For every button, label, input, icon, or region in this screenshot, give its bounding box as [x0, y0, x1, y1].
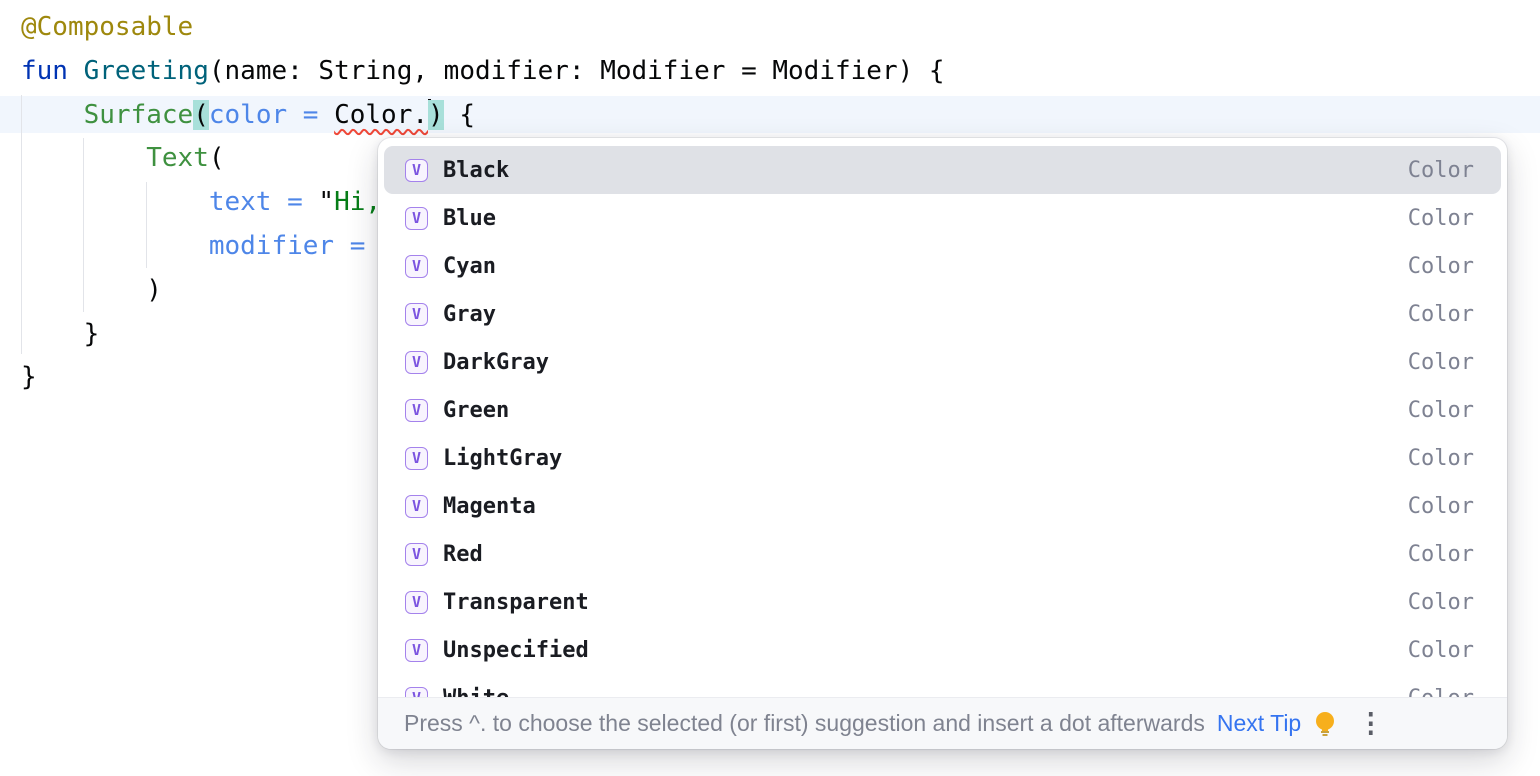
completion-item-name: White — [443, 686, 509, 698]
variable-icon: V — [405, 302, 428, 326]
code-line: text = "Hi, — [208, 187, 382, 218]
code-line: fun Greeting(name: String, modifier: Mod… — [21, 55, 945, 86]
variable-icon: V — [405, 206, 428, 230]
completion-item-type: Color — [1407, 253, 1474, 279]
variable-icon: V — [405, 686, 428, 697]
completion-item-type: Color — [1407, 637, 1474, 663]
completion-item[interactable]: V Blue Color — [384, 194, 1501, 242]
variable-icon: V — [405, 398, 428, 422]
variable-icon: V — [405, 446, 428, 470]
variable-icon: V — [405, 494, 428, 518]
completion-item-name: DarkGray — [443, 349, 549, 375]
completion-item[interactable]: V Cyan Color — [384, 242, 1501, 290]
more-options-icon[interactable]: ⋮ — [1357, 708, 1385, 738]
completion-footer: Press ^. to choose the selected (or firs… — [378, 697, 1507, 749]
current-line-highlight — [0, 96, 1540, 133]
completion-item-name: Blue — [443, 205, 496, 231]
variable-icon: V — [405, 158, 428, 182]
completion-item-name: Red — [443, 541, 483, 567]
completion-item-type: Color — [1407, 541, 1474, 567]
code-line: ) — [21, 274, 162, 305]
code-line: Text( — [146, 143, 225, 174]
completion-item[interactable]: V Transparent Color — [384, 578, 1501, 626]
completion-item-type: Color — [1407, 205, 1474, 231]
completion-item-type: Color — [1407, 349, 1474, 375]
code-area[interactable]: @Composable fun Greeting(name: String, mo… — [21, 6, 945, 400]
indent-guide — [21, 95, 22, 354]
completion-item[interactable]: V Unspecified Color — [384, 626, 1501, 674]
code-line: } — [21, 362, 37, 393]
completion-item-name: Cyan — [443, 253, 496, 279]
variable-icon: V — [405, 638, 428, 662]
variable-icon: V — [405, 350, 428, 374]
completion-item[interactable]: V White Color — [384, 674, 1501, 697]
completion-item-name: Black — [443, 157, 510, 183]
completion-item-name: LightGray — [443, 445, 563, 471]
next-tip-link[interactable]: Next Tip — [1216, 710, 1302, 736]
completion-item-type: Color — [1407, 301, 1474, 327]
completion-hint: Press ^. to choose the selected (or firs… — [404, 710, 1205, 736]
completion-item-type: Color — [1407, 157, 1474, 183]
completion-item-name: Green — [443, 397, 510, 423]
variable-icon: V — [405, 590, 428, 614]
completion-item[interactable]: V LightGray Color — [384, 434, 1501, 482]
completion-item[interactable]: V Magenta Color — [384, 482, 1501, 530]
completion-item[interactable]: V Green Color — [384, 386, 1501, 434]
completion-item-type: Color — [1407, 493, 1474, 519]
completion-item-name: Gray — [443, 301, 496, 327]
completion-item-type: Color — [1407, 397, 1474, 423]
indent-guide — [83, 138, 84, 312]
completion-item[interactable]: V Black Color — [384, 146, 1501, 194]
completion-item-name: Unspecified — [443, 637, 589, 663]
variable-icon: V — [405, 254, 428, 278]
completion-item-name: Magenta — [443, 493, 536, 519]
completion-item[interactable]: V Gray Color — [384, 290, 1501, 338]
code-line: } — [21, 318, 100, 349]
lightbulb-icon — [1313, 711, 1337, 737]
code-line: @Composable — [21, 12, 194, 42]
completion-item-type: Color — [1407, 445, 1474, 471]
completion-item-type: Color — [1408, 686, 1474, 698]
code-line: Surface(color = Color.) { — [83, 98, 475, 130]
completion-item[interactable]: V DarkGray Color — [384, 338, 1501, 386]
completion-item-type: Color — [1407, 589, 1474, 615]
variable-icon: V — [405, 542, 428, 566]
completion-item[interactable]: V Red Color — [384, 530, 1501, 578]
completion-item-name: Transparent — [443, 589, 589, 615]
indent-guide — [146, 182, 147, 268]
code-line: modifier = — [208, 230, 382, 261]
